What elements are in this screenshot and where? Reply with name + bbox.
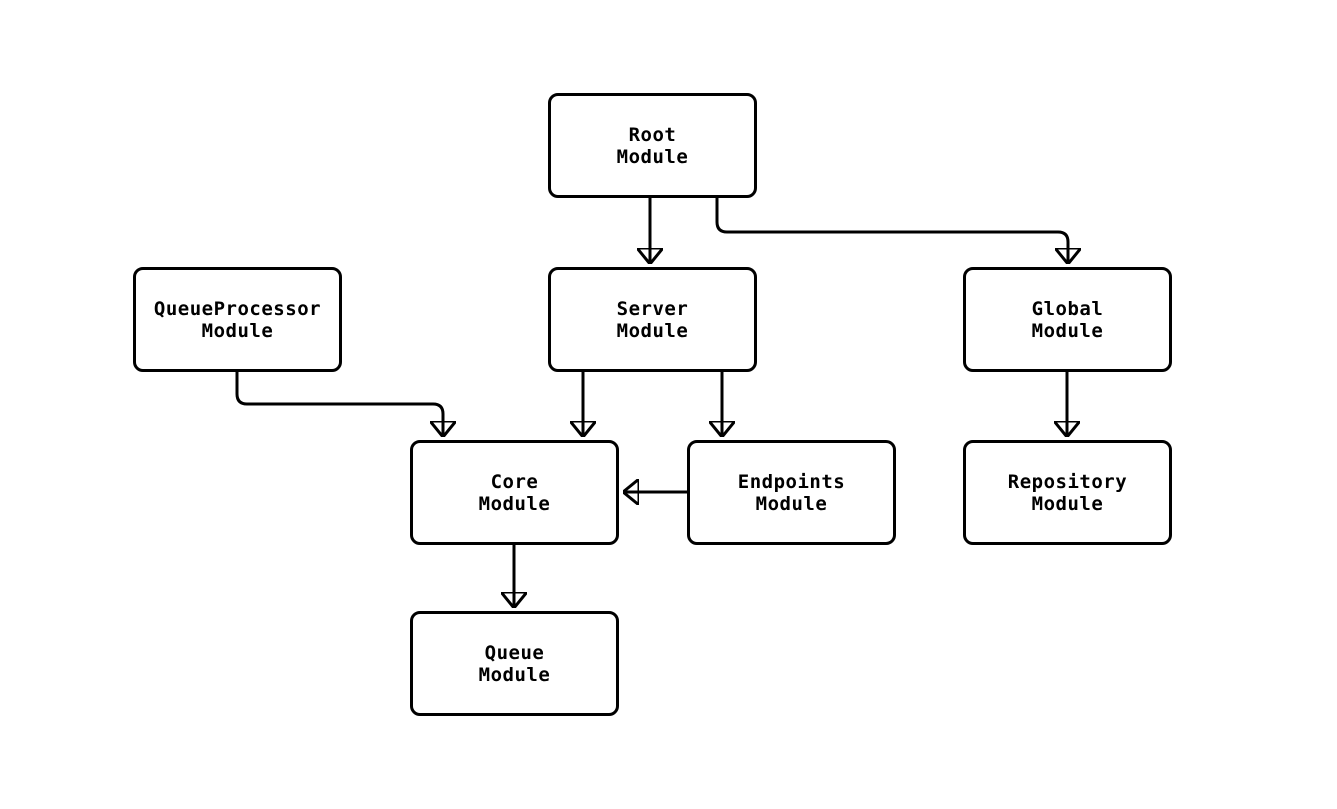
node-server-module: Server Module	[548, 267, 757, 372]
node-root-module-label: Root Module	[616, 123, 689, 168]
node-core-module: Core Module	[410, 440, 619, 545]
node-endpoints-module-label: Endpoints Module	[737, 470, 846, 515]
edge-queueprocessor-to-core	[235, 372, 443, 436]
node-endpoints-module: Endpoints Module	[687, 440, 896, 545]
node-queue-module-label: Queue Module	[478, 641, 551, 686]
node-queueprocessor-module: QueueProcessor Module	[133, 267, 342, 372]
node-queueprocessor-module-label: QueueProcessor Module	[153, 297, 322, 342]
node-repository-module-label: Repository Module	[1007, 470, 1128, 515]
node-queue-module: Queue Module	[410, 611, 619, 716]
node-global-module: Global Module	[963, 267, 1172, 372]
node-global-module-label: Global Module	[1031, 297, 1104, 342]
node-root-module: Root Module	[548, 93, 757, 198]
node-core-module-label: Core Module	[478, 470, 551, 515]
node-server-module-label: Server Module	[616, 297, 689, 342]
edge-root-to-global	[715, 198, 1068, 263]
node-repository-module: Repository Module	[963, 440, 1172, 545]
